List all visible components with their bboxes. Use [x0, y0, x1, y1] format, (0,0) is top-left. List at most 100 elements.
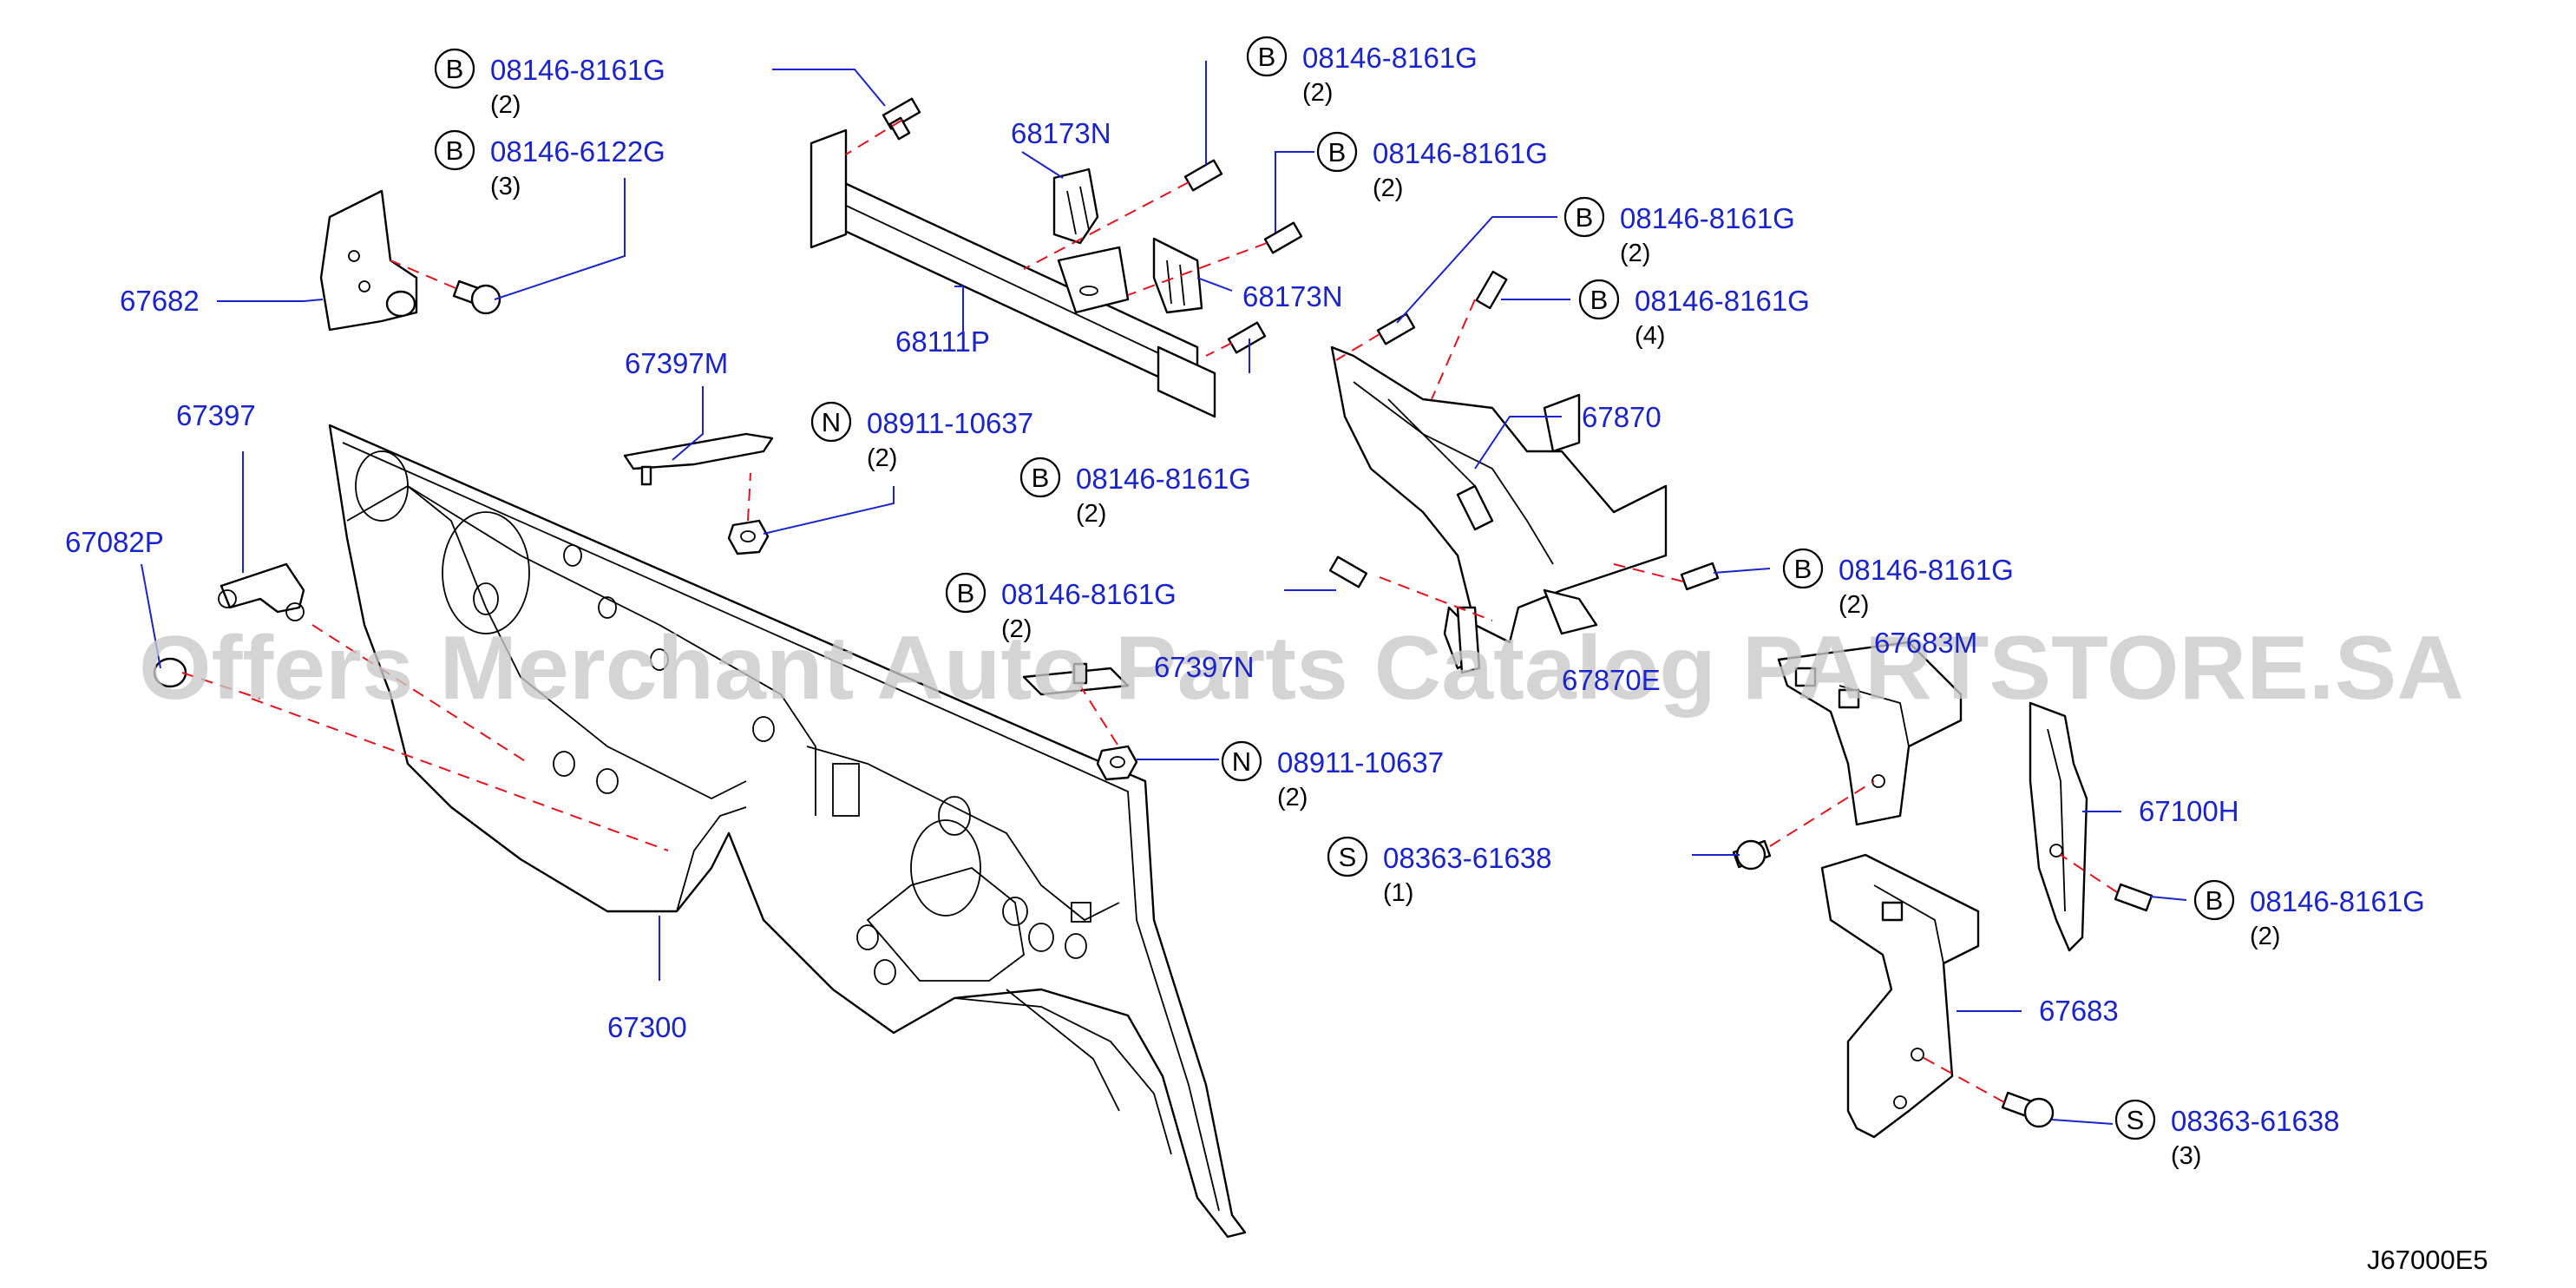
bolt-icon: [1475, 270, 1508, 310]
bolt-icon: [1680, 562, 1720, 591]
part-label: 67870: [1582, 401, 1662, 433]
callout: S 08363-61638 (1): [1327, 836, 1552, 907]
steering-member-67870: [1330, 345, 1668, 670]
callout-symbol: B: [2206, 885, 2224, 916]
callout-symbol-circle: [2193, 879, 2235, 921]
cross-member-68111P: [810, 128, 1216, 418]
callout-part-number: 08911-10637: [867, 407, 1033, 439]
callout-symbol: B: [1258, 42, 1276, 72]
bracket-67397N: [1022, 662, 1130, 696]
callout-symbol-circle: [1578, 279, 1620, 320]
part-label: 68173N: [1011, 117, 1111, 149]
callout-symbol-circle: [434, 48, 475, 89]
callout-symbol-circle: [2114, 1099, 2156, 1140]
bracket-67683M: [1777, 641, 1963, 826]
bolt-icon: [1227, 321, 1267, 354]
bracket-67397M: [623, 432, 774, 486]
callout-symbol: B: [1328, 137, 1347, 168]
callout-symbol: B: [1032, 463, 1050, 493]
callout: N 08911-10637 (2): [1221, 740, 1444, 812]
callout-symbol: B: [1794, 554, 1812, 584]
callout-quantity: (1): [1383, 879, 1413, 907]
callout: B 08146-8161G (2): [1316, 131, 1548, 202]
callout-symbol-circle: [945, 572, 986, 614]
bolt-icon: [882, 97, 921, 141]
bracket-67682: [319, 189, 418, 332]
bolt-icon: [1328, 555, 1368, 588]
callout-quantity: (2): [1620, 240, 1650, 267]
fasteners: [452, 97, 2153, 1128]
bolt-icon: [2114, 883, 2153, 912]
callout-quantity: (3): [490, 173, 521, 200]
callout-quantity: (2): [867, 444, 897, 472]
part-label: 67683M: [1874, 627, 1977, 659]
callout-part-number: 08146-8161G: [1373, 137, 1548, 169]
callout-symbol: N: [1232, 746, 1251, 777]
diagram-code: J67000E5: [2367, 1245, 2488, 1275]
watermark: Offers Merchant Auto Parts Catalog PARTS…: [139, 618, 2464, 719]
callout-symbol: B: [446, 54, 464, 84]
part-label: 67300: [607, 1011, 687, 1043]
callout: N 08911-10637 (2): [810, 401, 1033, 472]
part-label: 68173N: [1242, 280, 1343, 312]
part-label: 67082P: [65, 526, 164, 558]
callout-part-number: 08146-8161G: [2250, 885, 2425, 917]
bolt-icon: [1376, 312, 1416, 345]
part-label: 67683: [2039, 995, 2119, 1027]
callout-symbol-circle: [1563, 196, 1605, 238]
callout-part-number: 08146-8161G: [1302, 42, 1478, 74]
part-label: 67100H: [2139, 795, 2239, 827]
part-label: 67397N: [1154, 651, 1255, 683]
callout: B 08146-8161G (4): [1578, 279, 1810, 350]
callout-part-number: 08363-61638: [1383, 842, 1552, 874]
nut-icon: [727, 519, 770, 555]
callout: B 08146-6122G (3): [434, 129, 665, 200]
callout-quantity: (2): [490, 91, 521, 119]
bracket-67397: [218, 562, 305, 621]
callout-part-number: 08911-10637: [1277, 746, 1444, 779]
callout-symbol-circle: [1246, 36, 1288, 77]
callout: B 08146-8161G (2): [1563, 196, 1795, 267]
callout-part-number: 08146-8161G: [1001, 578, 1177, 610]
callout: B 08146-8161G (2): [1019, 457, 1251, 528]
part-label: 67682: [120, 285, 200, 317]
stay-67870E: [1456, 606, 1481, 674]
callout-symbol-circle: [1316, 131, 1358, 173]
callout: S 08363-61638 (3): [2114, 1099, 2340, 1170]
bracket-68173N-upper: [1052, 168, 1099, 245]
part-label: 67397M: [625, 347, 728, 379]
bolt-icon: [1183, 159, 1223, 192]
callout-symbol: B: [446, 135, 464, 166]
callout-symbol-circle: [1221, 740, 1262, 782]
bolt-icon: [2001, 1091, 2055, 1128]
bracket-68173N-lower: [1152, 237, 1203, 314]
callout-quantity: (2): [1001, 615, 1032, 643]
callout-part-number: 08363-61638: [2171, 1105, 2340, 1137]
callout-part-number: 08146-8161G: [1620, 202, 1795, 234]
callout-symbol-circle: [1327, 836, 1368, 877]
callout-symbol-circle: [1019, 457, 1061, 498]
callout-symbol: B: [1576, 202, 1594, 233]
dash-panel-67300: [328, 424, 1247, 1239]
bolt-icon: [452, 279, 501, 315]
callout-symbol: B: [1590, 285, 1609, 315]
callout: B 08146-8161G (2): [2193, 879, 2425, 950]
leader-lines: [141, 61, 2187, 1125]
part-label: 68111P: [895, 325, 990, 358]
callout: B 08146-8161G (2): [434, 48, 665, 119]
bolt-icon: [1732, 839, 1772, 871]
grommet-67082P: [153, 657, 187, 688]
callout-symbol-circle: [810, 401, 852, 443]
callout-part-number: 08146-8161G: [490, 54, 665, 86]
callout-quantity: (2): [1277, 784, 1308, 812]
callout-part-number: 08146-6122G: [490, 135, 665, 168]
nut-icon: [1096, 745, 1138, 781]
callout-part-number: 08146-8161G: [1839, 554, 2014, 586]
callout-symbol: B: [957, 578, 975, 608]
alignment-lines: [181, 119, 2118, 1103]
callout-quantity: (3): [2171, 1142, 2201, 1170]
part-label: 67397: [176, 399, 256, 431]
callout-quantity: (2): [2250, 923, 2280, 950]
bolt-icon: [1263, 221, 1303, 254]
